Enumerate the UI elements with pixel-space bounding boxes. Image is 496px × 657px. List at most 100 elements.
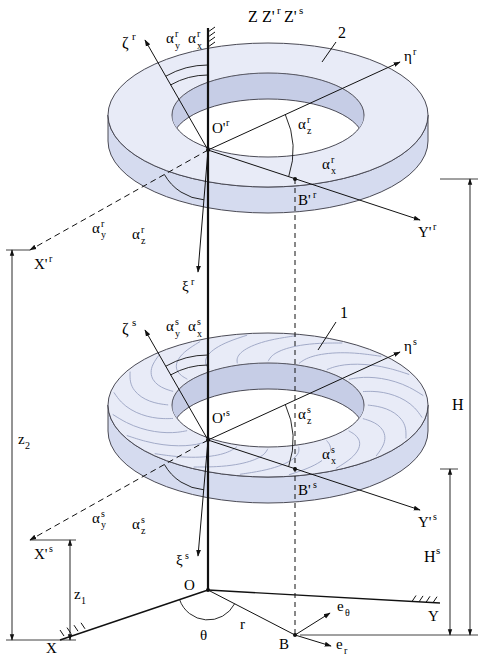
ground-hatch xyxy=(74,625,78,631)
extension-line xyxy=(6,250,30,251)
axis-label: X' xyxy=(34,547,48,562)
stator-blade xyxy=(194,449,268,467)
stator-ring xyxy=(108,333,428,503)
axis-label: s xyxy=(313,480,317,490)
angle-label: α xyxy=(166,319,174,334)
angle-label: z xyxy=(141,236,145,246)
axis-label: O xyxy=(184,578,195,593)
angle-label: s xyxy=(101,509,105,519)
ring-inner-wall xyxy=(172,363,364,431)
angle-arc xyxy=(164,175,204,200)
axis-label: s xyxy=(185,551,189,561)
angle-label: y xyxy=(175,41,180,51)
angle-label: s xyxy=(141,515,145,525)
ground-hatch xyxy=(81,623,85,629)
axis-label: r xyxy=(191,277,194,287)
extension-line xyxy=(300,635,478,636)
extension-line xyxy=(6,640,76,641)
stator-blade xyxy=(336,431,360,469)
axis-line xyxy=(208,352,400,440)
angle-label: α xyxy=(322,447,330,462)
angle-label: r xyxy=(101,219,104,229)
axis-label: r xyxy=(226,118,229,128)
angle-arc xyxy=(164,465,204,490)
axis-line xyxy=(198,440,208,556)
dimension-line xyxy=(450,469,451,635)
stator-blade xyxy=(363,419,385,456)
stator-blade xyxy=(368,405,406,438)
projection-line xyxy=(295,179,296,635)
angle-arc xyxy=(166,355,208,366)
stator-blade xyxy=(176,342,200,380)
angle-label: r xyxy=(197,29,200,39)
ground-hatch xyxy=(419,596,423,602)
stator-blade xyxy=(155,447,237,458)
stator-blade xyxy=(114,392,173,418)
ring-inner-wall xyxy=(172,73,364,141)
axis-label: r xyxy=(132,31,136,42)
axis-label: ζ xyxy=(122,321,129,337)
axis-label: X' xyxy=(34,257,48,272)
dimension-label: s xyxy=(436,545,440,556)
ground-hatch xyxy=(208,37,215,42)
angle-label: x xyxy=(197,41,202,51)
angle-label: r xyxy=(331,155,334,165)
axis-label: B xyxy=(279,637,289,652)
axis-label: Y' xyxy=(418,225,432,240)
angle-label: α xyxy=(188,31,196,46)
point-dot xyxy=(206,588,210,592)
angle-label: y xyxy=(101,520,106,530)
callout-number: 2 xyxy=(338,25,346,41)
axis-label: r xyxy=(344,646,347,656)
stator-blade xyxy=(237,336,296,364)
radius-line xyxy=(208,590,295,635)
angle-label: s xyxy=(307,405,311,415)
axis-label: Y xyxy=(428,609,439,624)
rotor-ring xyxy=(108,43,428,213)
axis-label: s xyxy=(49,544,53,554)
axis-label: s xyxy=(433,512,437,522)
stator-blade xyxy=(363,391,422,417)
axis-label: s xyxy=(226,408,230,418)
stator-blade xyxy=(299,353,381,364)
axis-label: η xyxy=(404,49,412,64)
axis-label: Z' xyxy=(284,9,297,25)
axis-label: B' xyxy=(298,193,311,208)
axis-label: Y' xyxy=(418,515,432,530)
angle-label: z xyxy=(307,126,311,136)
axis-line xyxy=(208,150,420,220)
ground-hatch xyxy=(60,630,64,636)
callout-number: 1 xyxy=(340,305,348,321)
dimension-label: 1 xyxy=(81,596,86,606)
stator-blade xyxy=(327,364,409,374)
angle-arc xyxy=(285,115,293,177)
axis-label: e xyxy=(336,637,343,652)
dimension-label: H xyxy=(424,549,436,565)
stator-blade xyxy=(268,343,342,361)
axis-label: O' xyxy=(212,121,226,136)
axis-label: Z' xyxy=(262,9,275,25)
extension-line xyxy=(30,540,76,541)
angle-label: x xyxy=(331,166,336,176)
angle-label: r xyxy=(141,225,144,235)
axis-label: θ xyxy=(200,628,207,643)
dimension-label: H xyxy=(452,397,464,413)
angle-label: α xyxy=(322,157,330,172)
axis-label: r xyxy=(413,47,416,57)
axis-label: r xyxy=(240,617,245,632)
angle-label: r xyxy=(307,115,310,125)
angle-label: α xyxy=(298,407,306,422)
unit-vector xyxy=(295,613,330,635)
dimension-label: z xyxy=(18,432,25,447)
leader-line xyxy=(322,42,336,62)
ground-hatch xyxy=(426,596,430,602)
leader-line xyxy=(318,322,336,350)
angle-label: α xyxy=(188,319,196,334)
ring-face xyxy=(108,43,428,187)
angle-label: α xyxy=(132,227,140,242)
axis-label: η xyxy=(404,339,412,354)
ground-hatch xyxy=(412,596,416,602)
ground-hatch xyxy=(433,597,437,603)
